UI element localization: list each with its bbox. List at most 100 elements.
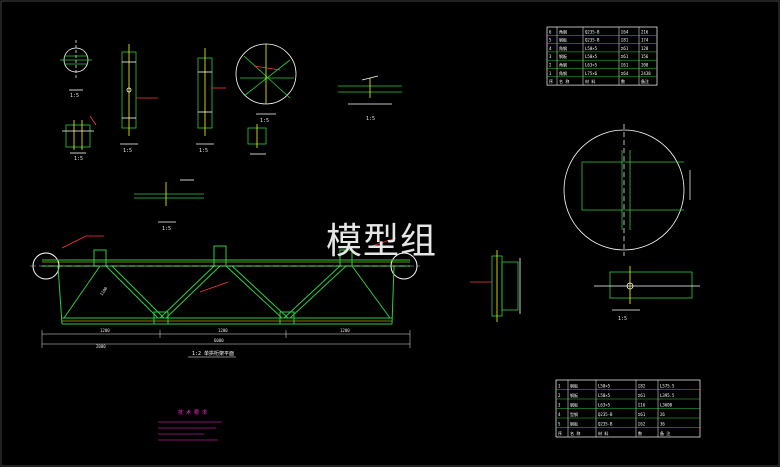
detail-view-angle-section <box>134 179 204 223</box>
table-cell: Σ64 <box>621 71 629 76</box>
table-cell: L63×5 <box>585 63 598 68</box>
table-cell: L50×5 <box>598 393 611 398</box>
main-drawing-title: 1:2 单拱桁架平面 <box>192 350 234 357</box>
truss-dimension: 1100 <box>99 285 109 296</box>
table-cell: Σ61 <box>621 46 629 51</box>
table-cell: 角钢 <box>559 28 567 34</box>
detail-view-node-circle <box>235 43 297 115</box>
table-cell: 钢板 <box>570 402 578 408</box>
table-cell: Q235-B <box>585 38 600 43</box>
table-cell: 角钢 <box>559 70 567 76</box>
table-cell: 4 <box>558 412 561 417</box>
notes-title: 技 术 要 求 <box>178 409 207 416</box>
detail-view-side-plate <box>470 250 521 322</box>
detail-view-big-circle <box>563 124 691 256</box>
table-cell: 1 <box>549 71 552 76</box>
table-cell: 208 <box>641 63 649 68</box>
scale-label: 1:5 <box>70 93 79 99</box>
table-cell: Q235-B <box>598 412 613 417</box>
table-cell: 角钢 <box>559 62 567 68</box>
table-cell: 36 <box>660 422 665 427</box>
table-cell: Σ61 <box>638 412 646 417</box>
table-cell: 数 <box>638 430 642 436</box>
table-cell: L75×6 <box>585 71 598 76</box>
truss-dimension: 6000 <box>214 338 224 343</box>
table-cell: 角钢 <box>559 45 567 51</box>
table-cell: 序 <box>558 430 562 436</box>
table-cell: 5 <box>549 38 552 43</box>
table-cell: Q235-B <box>585 29 600 34</box>
table-cell: 数 <box>621 78 625 84</box>
table-cell: Σ61 <box>638 393 646 398</box>
table-cell: 钢板 <box>559 53 567 59</box>
table-cell: L395.5 <box>660 393 675 398</box>
table-cell: 6 <box>549 29 552 34</box>
table-cell: 3 <box>549 54 552 59</box>
detail-view-vertical-member-2 <box>196 48 226 145</box>
table-cell: 26 <box>660 412 665 417</box>
table-cell: L575.5 <box>660 384 675 389</box>
table-cell: L50×5 <box>585 46 598 51</box>
watermark: 模型组 <box>326 221 438 262</box>
table-cell: Σ16 <box>638 403 646 408</box>
table-cell: 216 <box>641 29 649 34</box>
technical-notes <box>158 421 222 441</box>
truss-dimension: 1200 <box>218 328 228 333</box>
table-cell: 钢板 <box>570 421 578 427</box>
table-cell: Σ64 <box>621 29 629 34</box>
detail-view-bracket <box>62 115 97 154</box>
table-cell: Σ61 <box>621 63 629 68</box>
scale-label: 1:5 <box>74 156 83 162</box>
table-cell: L50×5 <box>585 54 598 59</box>
table-cell: 3 <box>558 403 561 408</box>
table-cell: 174 <box>641 38 649 43</box>
table-cell: Σ62 <box>638 422 646 427</box>
table-cell: 5 <box>558 422 561 427</box>
table-cell: 钢板 <box>570 383 578 389</box>
truss-dimension: 1200 <box>340 328 350 333</box>
detail-view-flange <box>594 266 700 311</box>
table-cell: 钢板 <box>570 392 578 398</box>
scale-label: 1:5 <box>260 118 269 124</box>
table-frame <box>546 26 658 86</box>
truss-dimension-lines <box>41 330 411 348</box>
table-cell: Q235-B <box>598 422 613 427</box>
table-cell: 2 <box>558 393 561 398</box>
main-truss-elevation <box>30 235 420 325</box>
table-cell: L63×5 <box>598 403 611 408</box>
table-cell: 1 <box>558 384 561 389</box>
truss-dimension: 2000 <box>96 344 106 349</box>
table-cell: L50×5 <box>598 384 611 389</box>
table-cell: 4 <box>549 46 552 51</box>
detail-view-vertical-member <box>120 44 158 145</box>
detail-view-small-part <box>247 124 267 155</box>
truss-dimension: 1200 <box>100 328 110 333</box>
scale-label: 1:5 <box>366 116 375 122</box>
table-cell: 材 料 <box>598 430 608 436</box>
table-cell: 156 <box>641 54 649 59</box>
table-cell: L3608 <box>660 403 673 408</box>
table-cell: 2438 <box>641 71 651 76</box>
table-cell: 序 <box>549 78 553 84</box>
table-cell: 材 料 <box>585 78 595 84</box>
scale-label: 1:5 <box>123 148 132 154</box>
table-cell: Σ61 <box>621 54 629 59</box>
table-cell: 名 称 <box>570 430 580 436</box>
table-cell: 型钢 <box>570 411 578 417</box>
detail-view-bolt-circle <box>60 40 92 91</box>
table-cell: 2 <box>549 63 552 68</box>
table-cell: 钢板 <box>559 37 567 43</box>
scale-label: 1:5 <box>199 148 208 154</box>
table-cell: 128 <box>641 46 649 51</box>
scale-label: 1:5 <box>162 226 171 232</box>
scale-label: 1:5 <box>618 316 627 322</box>
table-cell: 名 称 <box>559 78 569 84</box>
table-cell: Σ81 <box>621 38 629 43</box>
table-cell: 备 注 <box>660 430 670 436</box>
table-cell: Σ82 <box>638 384 646 389</box>
detail-view-horizontal-member <box>338 75 402 105</box>
